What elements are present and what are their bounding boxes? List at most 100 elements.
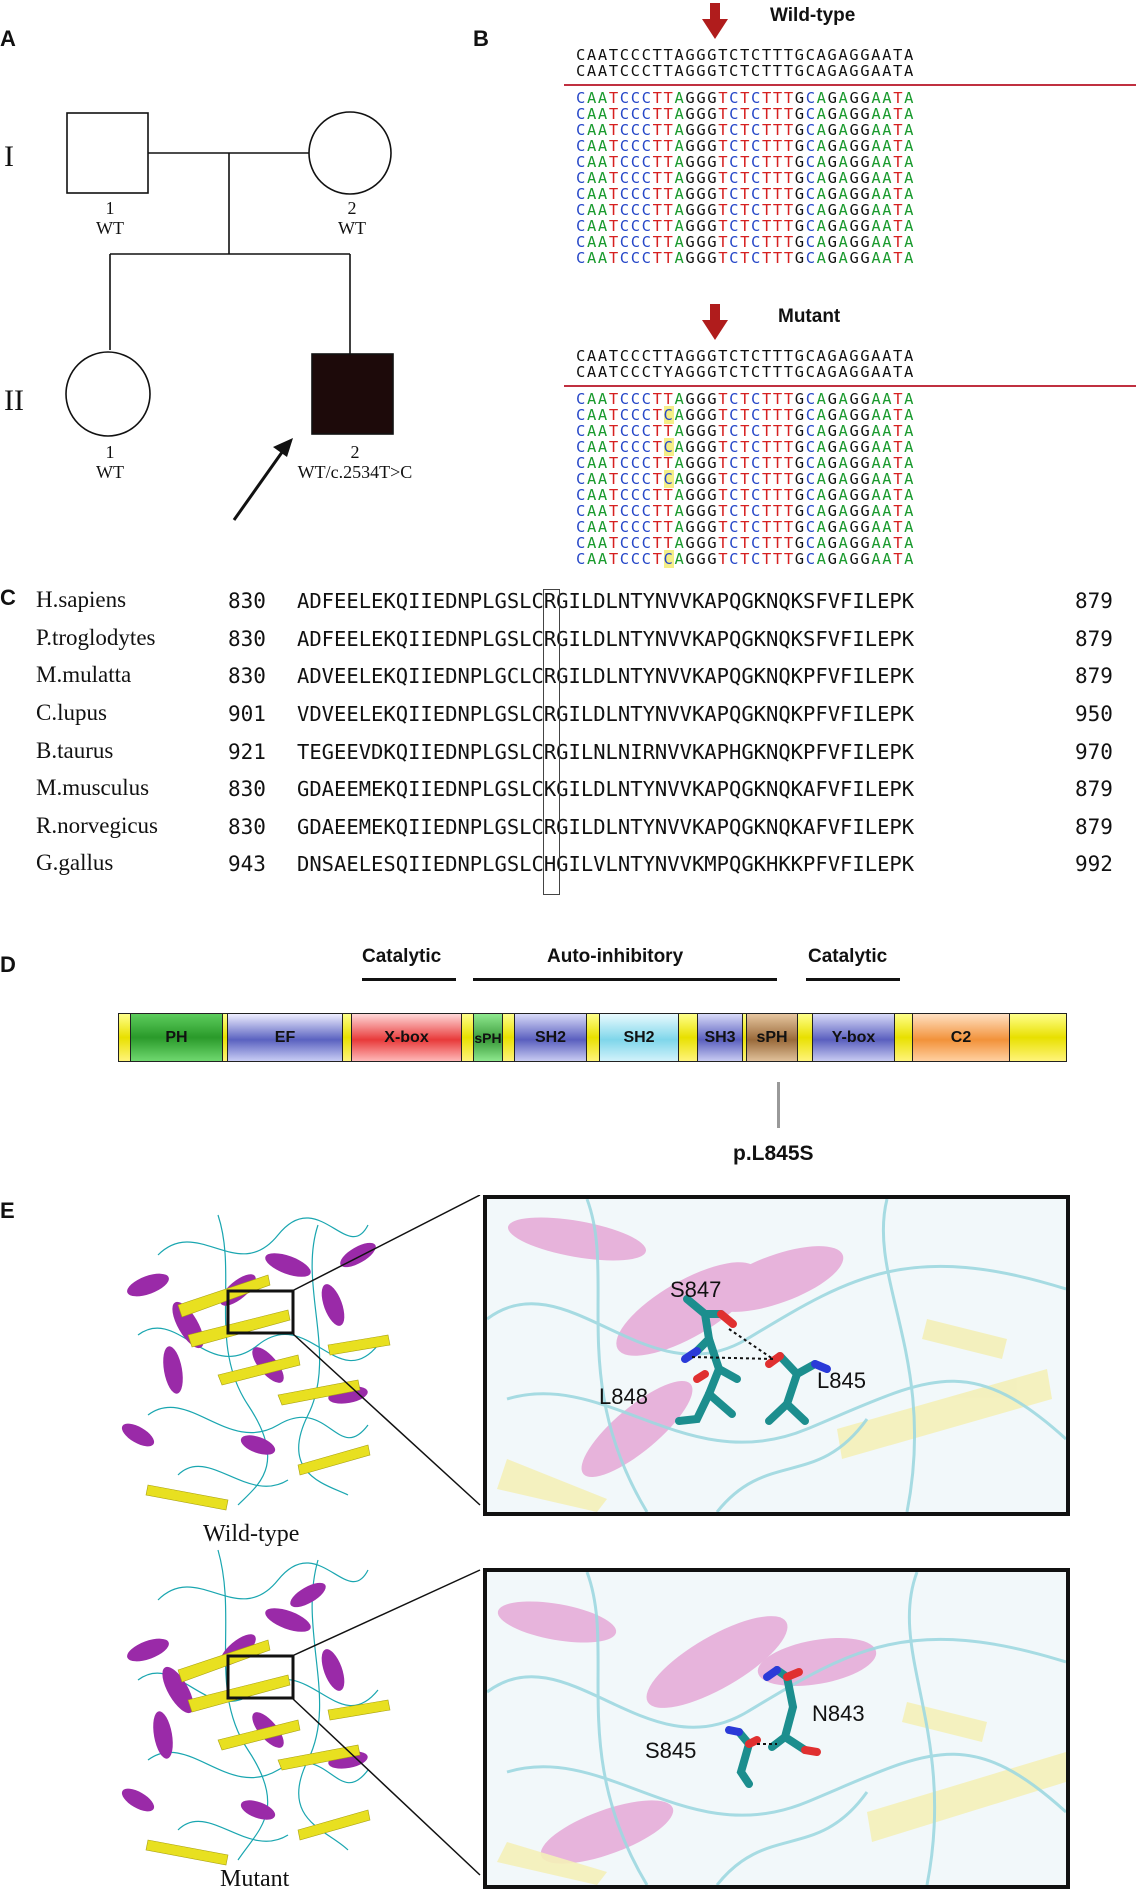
trace-read-row: CAATCCCTCAGGGTCTCTTTGCAGAGGAATA xyxy=(576,406,916,424)
aligned-sequence: TEGEEVDKQIIEDNPLGSLCRGILNLNIRNVVKAPHGKNQ… xyxy=(297,740,915,764)
trace-read-row: CAATCCCTTAGGGTCTCTTTGCAGAGGAATA xyxy=(576,201,916,219)
species-name: H.sapiens xyxy=(36,587,127,612)
end-position: 879 xyxy=(1075,777,1113,801)
start-position: 830 xyxy=(228,627,266,651)
domain-ef: EF xyxy=(227,1013,343,1062)
mut-title: Mutant xyxy=(778,306,841,327)
proband-arrow-head xyxy=(273,438,293,457)
aligned-sequence: GDAEEMEKQIIEDNPLGSLCRGILDLNTYNVVKAPQGKNQ… xyxy=(297,815,915,839)
domain-sh2-2: SH2 xyxy=(599,1013,679,1062)
i1-label: 1 WT xyxy=(96,198,124,238)
start-position: 901 xyxy=(228,702,266,726)
mut-residue-s845: S845 xyxy=(645,1738,697,1763)
trace-read-row: CAATCCCTTAGGGTCTCTTTGCAGAGGAATA xyxy=(576,169,916,187)
mutation-marker-line xyxy=(777,1082,780,1128)
end-position: 970 xyxy=(1075,740,1113,764)
generation-1-label: I xyxy=(4,140,14,173)
end-position: 879 xyxy=(1075,627,1113,651)
mut-arrow-icon xyxy=(702,304,728,340)
pedigree-sister xyxy=(65,351,151,437)
trace-read-row: CAATCCCTTAGGGTCTCTTTGCAGAGGAATA xyxy=(576,153,916,171)
start-position: 921 xyxy=(228,740,266,764)
catalytic-header-2: Catalytic xyxy=(808,946,888,967)
mut-divider xyxy=(564,385,1136,387)
pedigree-proband xyxy=(311,353,394,435)
mut-zoom-panel: N843 S845 xyxy=(483,1568,1070,1889)
domain-ph: PH xyxy=(130,1013,223,1062)
proband-arrow-shaft xyxy=(232,447,287,521)
wt-ref-line1: CAATCCCTTAGGGTCTCTTTGCAGAGGAATA xyxy=(576,46,915,64)
pedigree-diagram xyxy=(65,111,394,521)
aligned-sequence: VDVEELEKQIIEDNPLGSLCRGILDLNTYNVVKAPQGKNQ… xyxy=(297,702,915,726)
mut-ref-line1: CAATCCCTTAGGGTCTCTTTGCAGAGGAATA xyxy=(576,347,915,365)
aligned-sequence: DNSAELESQIIEDNPLGSLCHGILVLNTYNVVKMPQGKHK… xyxy=(297,852,915,876)
trace-read-row: CAATCCCTTAGGGTCTCTTTGCAGAGGAATA xyxy=(576,121,916,139)
species-name: G.gallus xyxy=(36,850,114,875)
autoinhib-header: Auto-inhibitory xyxy=(547,946,684,967)
species-name: M.musculus xyxy=(36,775,150,800)
start-position: 830 xyxy=(228,815,266,839)
mut-structure-overview xyxy=(121,1549,391,1866)
wt-residue-s847: S847 xyxy=(670,1277,722,1302)
species-name: P.troglodytes xyxy=(36,625,156,650)
trace-read-row: CAATCCCTCAGGGTCTCTTTGCAGAGGAATA xyxy=(576,438,916,456)
domain-xbox: X-box xyxy=(351,1013,462,1062)
trace-read-row: CAATCCCTTAGGGTCTCTTTGCAGAGGAATA xyxy=(576,185,916,203)
start-position: 943 xyxy=(228,852,266,876)
panel-a-label: A xyxy=(0,26,16,51)
trace-read-row: CAATCCCTTAGGGTCTCTTTGCAGAGGAATA xyxy=(576,454,916,472)
panel-c-label: C xyxy=(0,585,16,610)
wt-arrow-icon xyxy=(702,3,728,39)
end-position: 992 xyxy=(1075,852,1113,876)
ii1-label: 1 WT xyxy=(96,442,124,482)
trace-read-row: CAATCCCTTAGGGTCTCTTTGCAGAGGAATA xyxy=(576,486,916,504)
start-position: 830 xyxy=(228,777,266,801)
trace-read-row: CAATCCCTTAGGGTCTCTTTGCAGAGGAATA xyxy=(576,89,916,107)
species-name: C.lupus xyxy=(36,700,107,725)
ii2-label: 2 WT/c.2534T>C xyxy=(297,442,413,482)
mutation-label: p.L845S xyxy=(733,1142,814,1165)
conserved-residue-box xyxy=(543,589,560,895)
trace-read-row: CAATCCCTCAGGGTCTCTTTGCAGAGGAATA xyxy=(576,470,916,488)
end-position: 950 xyxy=(1075,702,1113,726)
trace-read-row: CAATCCCTTAGGGTCTCTTTGCAGAGGAATA xyxy=(576,105,916,123)
wt-structure-label: Wild-type xyxy=(203,1521,300,1547)
domain-sph-1: sPH xyxy=(473,1013,503,1062)
end-position: 879 xyxy=(1075,815,1113,839)
species-name: B.taurus xyxy=(36,738,114,763)
catalytic-header-1: Catalytic xyxy=(362,946,442,967)
trace-read-row: CAATCCCTTAGGGTCTCTTTGCAGAGGAATA xyxy=(576,390,916,408)
trace-read-row: CAATCCCTCAGGGTCTCTTTGCAGAGGAATA xyxy=(576,550,916,568)
wt-zoom-render xyxy=(487,1199,1066,1512)
aligned-sequence: ADFEELEKQIIEDNPLGSLCRGILDLNTYNVVKAPQGKNQ… xyxy=(297,589,915,613)
catalytic-bar-2 xyxy=(806,978,900,981)
trace-read-row: CAATCCCTTAGGGTCTCTTTGCAGAGGAATA xyxy=(576,534,916,552)
aligned-sequence: ADFEELEKQIIEDNPLGSLCRGILDLNTYNVVKAPQGKNQ… xyxy=(297,627,915,651)
trace-read-row: CAATCCCTTAGGGTCTCTTTGCAGAGGAATA xyxy=(576,422,916,440)
panel-b-label: B xyxy=(473,26,489,51)
end-position: 879 xyxy=(1075,589,1113,613)
start-position: 830 xyxy=(228,589,266,613)
end-position: 879 xyxy=(1075,664,1113,688)
pedigree-mother xyxy=(308,111,392,195)
wt-zoom-panel: S847 L845 L848 xyxy=(483,1195,1070,1516)
trace-read-row: CAATCCCTTAGGGTCTCTTTGCAGAGGAATA xyxy=(576,249,916,267)
trace-read-row: CAATCCCTTAGGGTCTCTTTGCAGAGGAATA xyxy=(576,502,916,520)
domain-c2: C2 xyxy=(912,1013,1010,1062)
wt-title: Wild-type xyxy=(770,5,856,26)
wt-zoom-connectors xyxy=(291,1195,481,1506)
autoinhib-bar xyxy=(473,978,777,981)
wt-structure-overview xyxy=(121,1214,391,1511)
mut-ref-line2: CAATCCCTYAGGGTCTCTTTGCAGAGGAATA xyxy=(576,363,915,381)
trace-read-row: CAATCCCTTAGGGTCTCTTTGCAGAGGAATA xyxy=(576,217,916,235)
aligned-sequence: GDAEEMEKQIIEDNPLGSLCKGILDLNTYNVVKAPQGKNQ… xyxy=(297,777,915,801)
trace-read-row: CAATCCCTTAGGGTCTCTTTGCAGAGGAATA xyxy=(576,233,916,251)
domain-sph-2: sPH xyxy=(746,1013,798,1062)
aligned-sequence: ADVEELEKQIIEDNPLGCLCRGILDLNTYNVVKAPQGKNQ… xyxy=(297,664,915,688)
wt-ref-line2: CAATCCCTTAGGGTCTCTTTGCAGAGGAATA xyxy=(576,62,915,80)
species-name: R.norvegicus xyxy=(36,813,159,838)
trace-read-row: CAATCCCTTAGGGTCTCTTTGCAGAGGAATA xyxy=(576,137,916,155)
panel-e-label: E xyxy=(0,1198,15,1223)
